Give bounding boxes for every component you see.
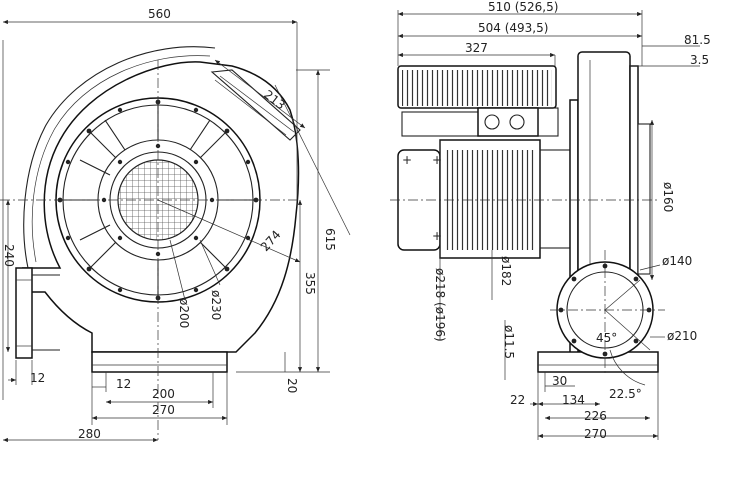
front-view: 560 213 274 615 355 240 12 12 200 270 28…	[0, 7, 351, 443]
dim-22: 22	[510, 393, 525, 407]
dim-504: 504 (493,5)	[478, 21, 548, 35]
dim-560: 560	[148, 7, 171, 21]
dim-355: 355	[303, 272, 317, 295]
dim-20: 20	[285, 378, 299, 393]
svg-text:+: +	[402, 153, 412, 167]
dim-12-flange: 12	[30, 371, 45, 385]
dim-327: 327	[465, 41, 488, 55]
motor-body: + + +	[397, 139, 571, 259]
outlet-flange	[15, 267, 33, 359]
dim-280: 280	[78, 427, 101, 441]
dim-510: 510 (526,5)	[488, 0, 558, 14]
side-view: + + +	[390, 0, 711, 441]
side-dimensions	[397, 10, 700, 440]
dia-140: ø140	[662, 254, 692, 268]
angle-45: 45°	[596, 331, 617, 345]
dim-3-5: 3.5	[690, 53, 709, 67]
dim-270-side: 270	[584, 427, 607, 441]
dia-210: ø210	[667, 329, 697, 343]
dia-230: ø230	[209, 290, 223, 320]
dim-134: 134	[562, 393, 585, 407]
scroll-housing	[15, 46, 300, 373]
dim-81-5: 81.5	[684, 33, 711, 47]
dim-213: 213	[261, 87, 288, 112]
dia-200: ø200	[177, 298, 191, 328]
dim-226: 226	[584, 409, 607, 423]
dim-615: 615	[323, 228, 337, 251]
dim-12-base: 12	[116, 377, 131, 391]
dim-240: 240	[2, 244, 16, 267]
dim-30: 30	[552, 374, 567, 388]
dim-274: 274	[258, 228, 284, 254]
svg-text:+: +	[432, 229, 442, 243]
dia-218: ø218 (ø196)	[433, 268, 447, 342]
angle-22-5: 22.5°	[609, 387, 642, 401]
dim-200: 200	[152, 387, 175, 401]
terminal-box	[397, 65, 559, 137]
dia-11-5: ø11.5	[502, 325, 516, 359]
front-dimensions	[2, 19, 351, 443]
dim-270-front: 270	[152, 403, 175, 417]
dia-182: ø182	[499, 256, 513, 286]
base-plate	[91, 351, 228, 373]
svg-text:+: +	[432, 153, 442, 167]
dia-160: ø160	[661, 182, 675, 212]
